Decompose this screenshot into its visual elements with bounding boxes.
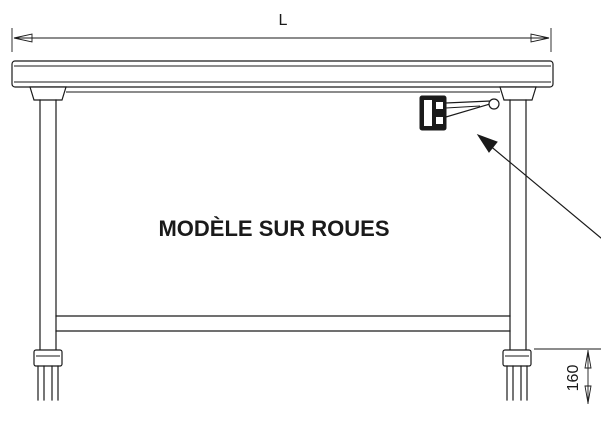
drawing-title: MODÈLE SUR ROUES [158, 216, 389, 241]
lower-crossbar [55, 315, 511, 332]
wheel-height-label: 160 [565, 365, 582, 392]
tabletop [11, 60, 554, 101]
right-caster [502, 349, 532, 401]
left-caster [33, 349, 63, 401]
wheel-height-dimension: 160 [534, 348, 601, 404]
right-leg [509, 99, 527, 351]
left-leg [39, 99, 57, 351]
length-dimension: L [11, 12, 552, 52]
drawer-bracket [419, 95, 500, 131]
leader-arrow [476, 134, 601, 239]
length-label: L [279, 12, 288, 29]
